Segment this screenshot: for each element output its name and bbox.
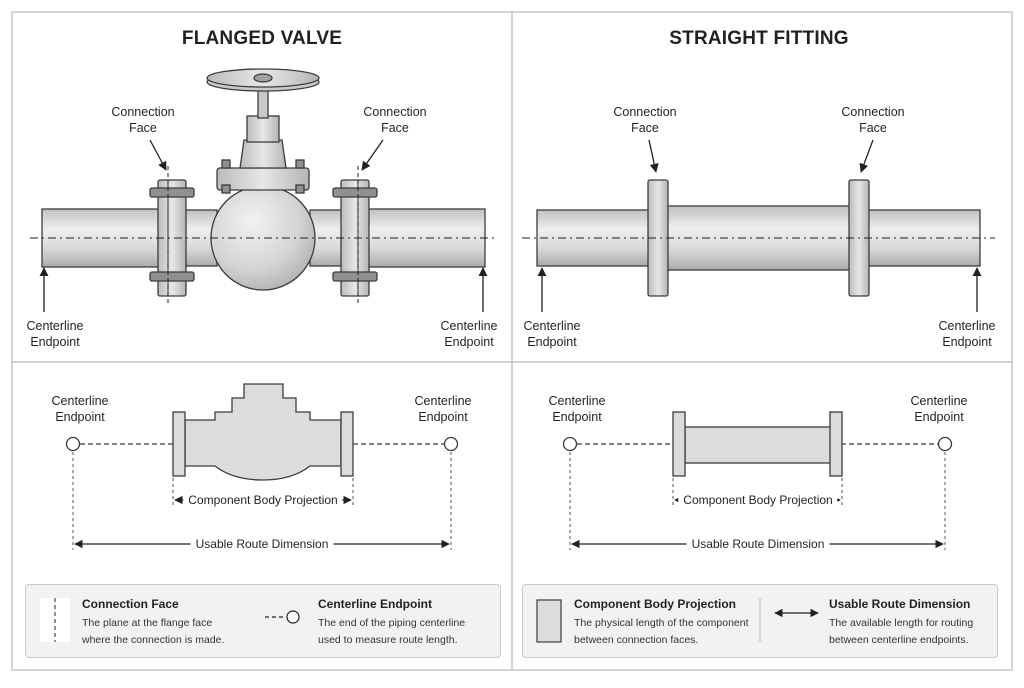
fitting-schematic-left-flange	[672, 411, 686, 477]
legend-right: Component Body Projection The physical l…	[522, 584, 998, 658]
valve-yoke	[246, 115, 280, 143]
fitting-schematic-right-flange	[829, 411, 843, 477]
flanged-valve-illustration	[30, 68, 498, 306]
valve-schematic	[65, 383, 459, 550]
legend-route-dimension-title: Usable Route Dimension	[829, 597, 971, 611]
fitting-schematic-body	[684, 426, 833, 464]
valve-schematic-left-flange	[172, 411, 186, 477]
fitting-schematic	[562, 411, 953, 550]
valve-left-endpoint-marker	[65, 436, 81, 452]
valve-right-endpoint-marker	[443, 436, 459, 452]
panel-grid	[11, 11, 1013, 671]
valve-bonnet-flange	[216, 167, 310, 191]
valve-schematic-right-flange	[340, 411, 354, 477]
valve-schematic-body	[184, 383, 342, 481]
legend-left: Connection Face The plane at the flange …	[25, 584, 501, 658]
straight-fitting-title: STRAIGHT FITTING	[669, 28, 849, 49]
flanged-valve-title: FLANGED VALVE	[181, 28, 343, 49]
fitting-left-endpoint-marker	[562, 436, 578, 452]
legend-connection-face-title: Connection Face	[82, 597, 179, 611]
valve-route-dimension-label: Usable Route Dimension	[190, 537, 334, 551]
valve-arrows	[39, 139, 488, 312]
legend-centerline-endpoint-title: Centerline Endpoint	[318, 597, 432, 611]
legend-body-projection-title: Component Body Projection	[574, 597, 736, 611]
fitting-body-projection-label: Component Body Projection	[678, 493, 838, 507]
fitting-right-endpoint-marker	[937, 436, 953, 452]
straight-fitting-illustration	[522, 179, 995, 297]
valve-body-projection-label: Component Body Projection	[183, 493, 343, 507]
fitting-route-dimension-label: Usable Route Dimension	[686, 537, 830, 551]
valve-body	[210, 185, 316, 291]
fitting-arrows	[537, 139, 982, 312]
